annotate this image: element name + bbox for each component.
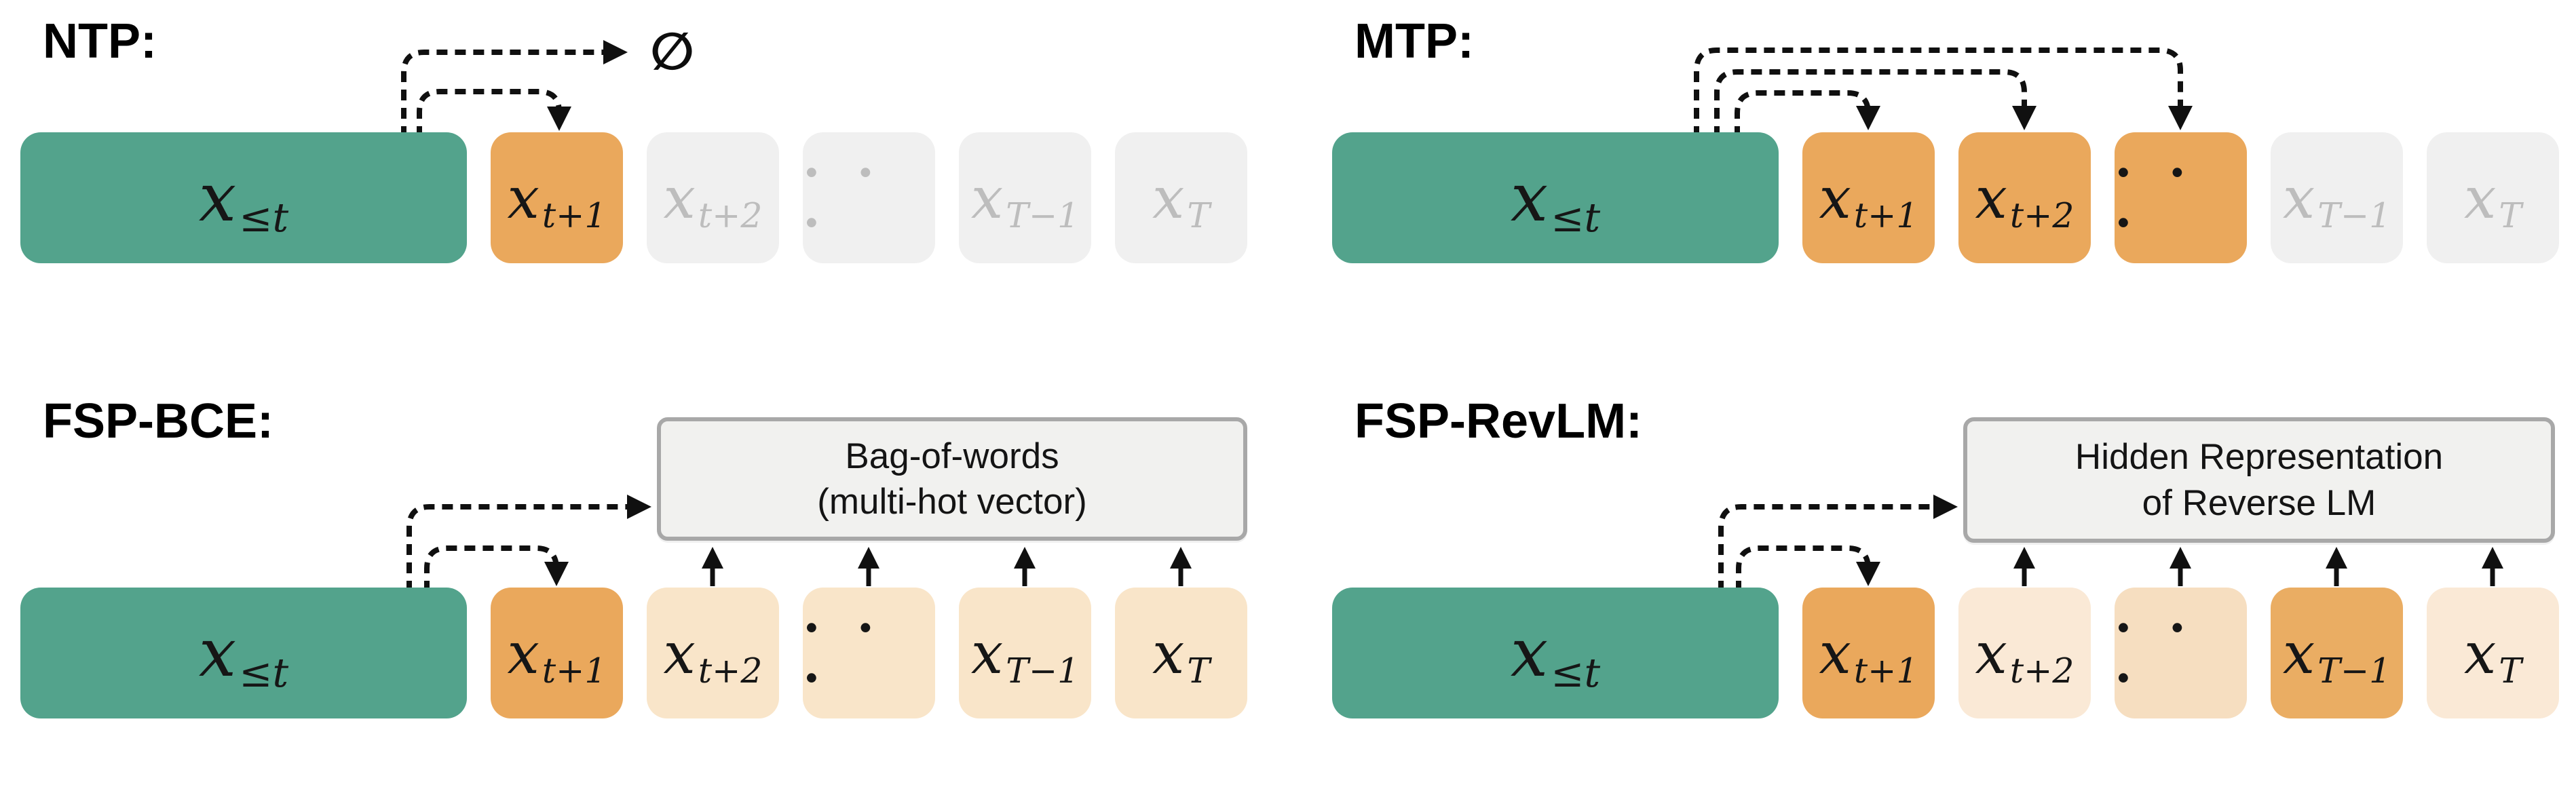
token-label: xt+2: [663, 164, 763, 235]
token-T-minus-1: xT−1: [2271, 132, 2403, 263]
token-T: xT: [1115, 588, 1247, 718]
token-T: xT: [1115, 132, 1247, 263]
token-label: x≤t: [198, 614, 289, 696]
token-t-plus-2: xt+2: [647, 588, 779, 718]
token-label: xT: [1152, 164, 1210, 235]
token-context: x≤t: [20, 588, 467, 718]
revlm-arrow-to-t1: [1736, 545, 1880, 592]
reverse-lm-line2: of Reverse LM: [2142, 482, 2376, 523]
ntp-arrow-to-t1: [417, 89, 571, 137]
token-T-minus-1: xT−1: [959, 132, 1091, 263]
token-label: xt+2: [663, 619, 763, 691]
token-label: xT: [2464, 619, 2522, 691]
token-label: xt+1: [1819, 164, 1918, 235]
token-ellipsis: · · ·: [803, 588, 935, 718]
bag-of-words-box: Bag-of-words (multi-hot vector): [657, 417, 1247, 541]
mtp-arrow-to-ellipsis: [1694, 47, 2193, 137]
token-context: x≤t: [20, 132, 467, 263]
reverse-lm-hidden-box: Hidden Representation of Reverse LM: [1963, 417, 2555, 543]
token-T-minus-1: xT−1: [959, 588, 1091, 718]
token-label: x≤t: [1510, 159, 1601, 241]
token-label: xt+2: [1975, 619, 2075, 691]
token-label: xT−1: [2282, 619, 2391, 691]
token-label: xt+2: [1975, 164, 2075, 235]
token-label: xT: [2464, 164, 2522, 235]
token-label: xT−1: [970, 164, 1080, 235]
mtp-arrow-to-t2: [1714, 69, 2037, 137]
token-label: xT: [1152, 619, 1210, 691]
token-t-plus-1: xt+1: [1802, 588, 1935, 718]
bce-arrow-to-bow-box: [406, 495, 651, 592]
token-context: x≤t: [1332, 588, 1779, 718]
panel-title-mtp: MTP:: [1355, 14, 1474, 69]
token-ellipsis: · · ·: [803, 132, 935, 263]
ellipsis-dots: · · ·: [803, 143, 884, 252]
bag-of-words-line1: Bag-of-words: [845, 436, 1059, 476]
token-context: x≤t: [1332, 132, 1779, 263]
panel-title-fsp-bce: FSP-BCE:: [43, 394, 273, 448]
token-label: xT−1: [970, 619, 1080, 691]
token-label: xt+1: [507, 164, 607, 235]
ellipsis-dots: · · ·: [2115, 598, 2196, 708]
token-label: xT−1: [2282, 164, 2391, 235]
bce-arrow-to-t1: [424, 545, 569, 592]
token-T-minus-1: xT−1: [2271, 588, 2403, 718]
reverse-lm-line1: Hidden Representation: [2075, 437, 2444, 478]
ellipsis-dots: · · ·: [803, 598, 884, 708]
token-t-plus-1: xt+1: [1802, 132, 1935, 263]
token-t-plus-1: xt+1: [491, 132, 623, 263]
token-t-plus-1: xt+1: [491, 588, 623, 718]
token-t-plus-2: xt+2: [647, 132, 779, 263]
token-label: x≤t: [198, 159, 289, 241]
token-t-plus-2: xt+2: [1958, 588, 2091, 718]
revlm-arrow-to-hidden-box: [1718, 495, 1958, 592]
token-label: x≤t: [1510, 614, 1601, 696]
token-T: xT: [2427, 132, 2559, 263]
mtp-arrow-to-t1: [1735, 90, 1880, 137]
token-T: xT: [2427, 588, 2559, 718]
empty-set-symbol: ∅: [650, 21, 695, 81]
ntp-arrow-to-null: [401, 40, 628, 137]
panel-title-fsp-revlm: FSP-RevLM:: [1355, 394, 1643, 448]
token-t-plus-2: xt+2: [1958, 132, 2091, 263]
panel-title-ntp: NTP:: [43, 14, 157, 69]
token-ellipsis: · · ·: [2115, 588, 2247, 718]
token-ellipsis: · · ·: [2115, 132, 2247, 263]
token-label: xt+1: [507, 619, 607, 691]
ellipsis-dots: · · ·: [2115, 143, 2196, 252]
bag-of-words-line2: (multi-hot vector): [817, 482, 1087, 522]
token-label: xt+1: [1819, 619, 1918, 691]
